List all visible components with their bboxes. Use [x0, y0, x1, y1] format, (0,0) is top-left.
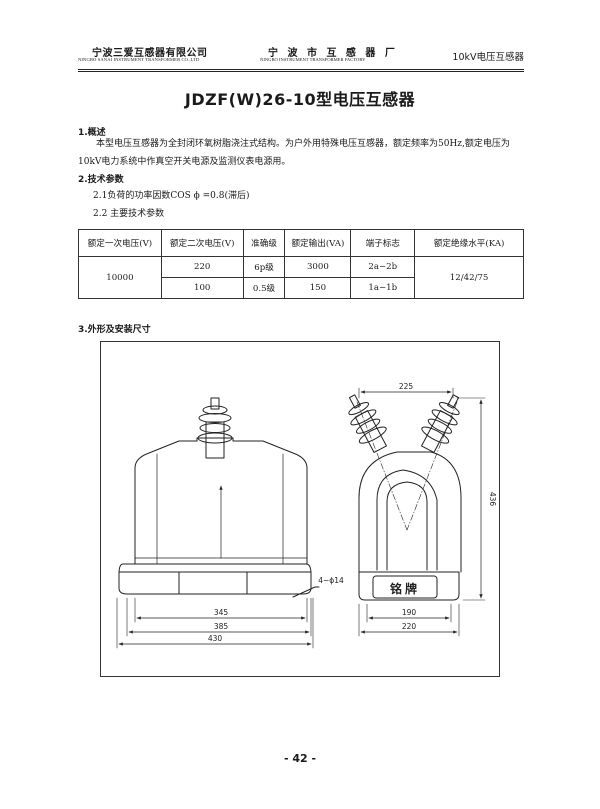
dim-225: 225 [399, 382, 414, 391]
table-cell: 100 [160, 277, 244, 299]
front-view [116, 397, 320, 649]
main-params-heading: 2.2 主要技术参数 [93, 209, 165, 219]
table-cell: 0.5级 [242, 277, 286, 299]
dim-436: 436 [488, 492, 497, 507]
category-label: 10kV电压互感器 [452, 52, 524, 63]
overview-text: 本型电压互感器为全封闭环氧树脂浇注式结构。为户外用特殊电压互感器，额定频率为50… [78, 139, 510, 167]
table-cell: 220 [160, 256, 244, 278]
side-base [358, 571, 460, 601]
col-header: 额定一次电压(V) [78, 229, 162, 257]
nameplate-label: 铭牌 [390, 581, 420, 596]
front-base [118, 563, 312, 595]
spec-table: 额定一次电压(V) 额定二次电压(V) 准确级 额定输出(VA) 端子标志 额定… [78, 229, 524, 299]
header-rule-2 [78, 71, 524, 72]
outline-drawing: 345 385 430 4−ϕ14 225 436 190 220 铭牌 [100, 341, 500, 677]
dim-430: 430 [208, 634, 223, 643]
dim-190: 190 [402, 608, 417, 617]
header-rule-1 [78, 69, 524, 70]
col-header: 额定绝缘水平(KA) [414, 229, 524, 257]
table-cell: 2a−2b [350, 256, 416, 278]
col-header: 额定输出(VA) [284, 229, 352, 257]
front-body [134, 437, 308, 565]
overview-heading: 1.概述 [78, 128, 106, 138]
company-name-cn: 宁波三爱互感器有限公司 [92, 48, 208, 59]
primary-voltage-cell: 10000 [78, 256, 162, 299]
table-cell: 3000 [284, 256, 352, 278]
table-row: 10000 220 6p级 3000 2a−2b 12/42/75 [78, 256, 524, 299]
page-number: - 42 - [283, 752, 317, 765]
power-factor-text: 2.1负荷的功率因数COS ϕ =0.8(滞后) [93, 191, 250, 201]
col-header: 准确级 [242, 229, 286, 257]
company-name-en: NINGBO SANAI INSTRUMENT TRANSFORMER CO.,… [78, 57, 200, 62]
dim-385: 385 [214, 622, 229, 631]
table-header-row: 额定一次电压(V) 额定二次电压(V) 准确级 额定输出(VA) 端子标志 额定… [78, 229, 524, 257]
col-header: 端子标志 [350, 229, 416, 257]
page-title: JDZF(W)26-10型电压互感器 [184, 90, 416, 109]
nameplate [372, 575, 438, 599]
dim-345: 345 [214, 608, 229, 617]
table-cell: 1a−1b [350, 277, 416, 299]
tech-heading: 2.技术参数 [78, 175, 124, 185]
factory-name-cn: 宁 波 市 互 感 器 厂 [268, 48, 398, 59]
page-header: 宁波三爱互感器有限公司 NINGBO SANAI INSTRUMENT TRAN… [78, 44, 524, 68]
insulation-level-cell: 12/42/75 [414, 256, 524, 299]
table-cell: 6p级 [242, 256, 286, 278]
col-header: 额定二次电压(V) [160, 229, 244, 257]
table-row: 100 0.5级 150 1a−1b [79, 277, 524, 299]
table-cell: 150 [284, 277, 352, 299]
dim-holes: 4−ϕ14 [318, 576, 344, 585]
drawing-heading: 3.外形及安装尺寸 [78, 325, 151, 335]
factory-name-en: NINGBO INSTRUMENT TRANSFORMER FACTORY [260, 57, 366, 62]
dim-220: 220 [402, 622, 417, 631]
side-view [348, 387, 486, 637]
